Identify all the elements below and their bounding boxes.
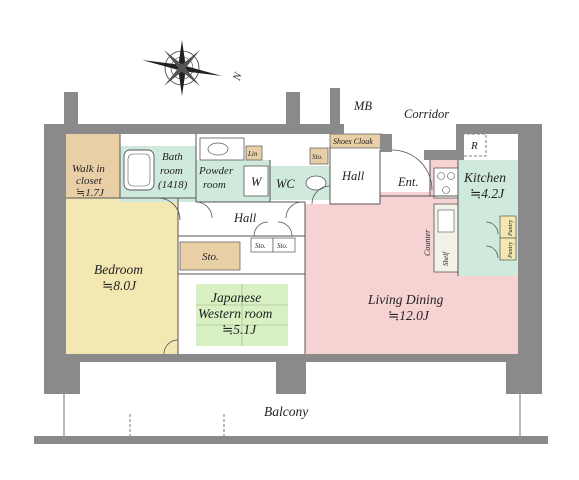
bedroom-area: ≒8.0J [102,278,137,293]
hall-storage-2-label: Sto. [277,242,288,250]
bathroom-label-2: room [160,165,183,177]
japanese-room-area: ≒5.1J [222,322,257,337]
washer-label: W [251,175,263,189]
bathtub-icon [123,149,155,191]
living-dining-area [305,160,518,354]
bedroom-area [66,198,178,354]
bedroom-label: Bedroom [94,262,143,277]
walk-in-closet-area [66,134,120,198]
wc-label: WC [276,177,295,191]
compass-north-label: N [231,71,245,84]
toilet-icon [305,175,327,191]
hall-label: Hall [233,211,257,225]
wc-storage [309,147,329,165]
pantry-1-label: Pantry [508,219,514,237]
lin-storage [245,145,263,161]
kitchen-label: Kitchen [463,170,506,185]
vanity-sink-icon [199,137,245,161]
corridor-label: Corridor [404,107,449,121]
kitchen-area: ≒4.2J [470,186,505,201]
lin-label: Lin [247,150,258,158]
balcony-label: Balcony [264,404,308,419]
shoes-cloak-label: Shoes Cloak [333,137,373,146]
bathroom-label-1: Bath [162,151,183,163]
mb-label: MB [353,99,372,113]
counter-label: Counter [423,229,432,256]
pantry-2-label: Pantry [508,241,514,259]
wc-storage-label: Sto. [312,153,323,161]
compass-rose-icon [142,40,222,96]
hall-storage-1-label: Sto. [255,242,266,250]
hall-storage-2 [272,237,296,253]
stove-icon [433,167,459,199]
bedroom-storage [179,241,241,271]
japanese-room-label-1: Japanese [211,290,261,305]
walk-in-closet-label-2: closet [76,175,103,187]
bathroom-size: (1418) [158,179,188,191]
powder-room-label-2: room [203,179,226,191]
powder-room-label-1: Powder [198,165,234,177]
walk-in-closet-label-1: Walk in [72,163,105,175]
living-dining-label: Living Dining [367,292,444,307]
japanese-room-label-2: Western room [198,306,273,321]
kitchen-sink-icon [437,209,455,233]
shelf-label: Shelf [442,251,450,266]
entrance-label: Ent. [397,175,418,189]
living-dining-area: ≒12.0J [388,308,430,323]
washer-icon [243,165,269,197]
refrigerator-label: R [470,140,478,152]
entrance-hall-label: Hall [341,169,365,183]
bedroom-storage-label: Sto. [202,251,219,263]
walk-in-closet-area: ≒1.7J [76,187,105,199]
pantry-2 [499,237,517,261]
